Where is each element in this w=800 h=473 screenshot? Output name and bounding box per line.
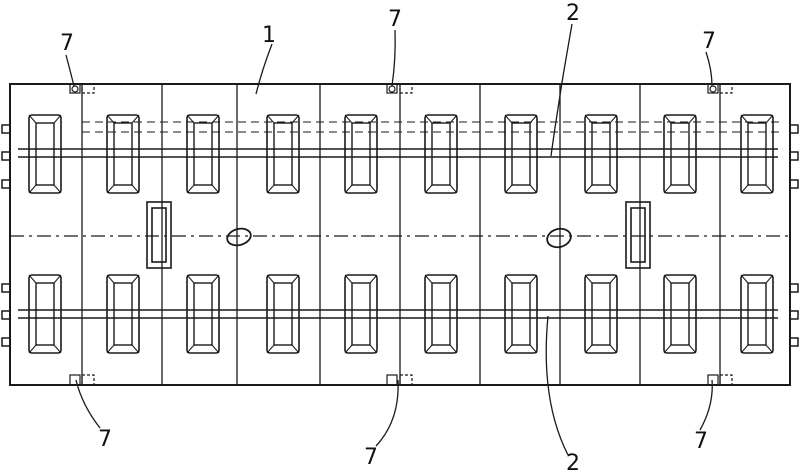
recess-block xyxy=(28,274,62,354)
label-7-top-left: 7 xyxy=(60,31,74,56)
recess-block xyxy=(424,114,458,194)
panel-dividers xyxy=(81,84,721,385)
upper-beam xyxy=(18,148,778,158)
recess-block xyxy=(740,114,774,194)
recess-block xyxy=(266,114,300,194)
center-slot-left xyxy=(146,201,172,269)
right-edge-notches xyxy=(789,124,799,347)
recess-block xyxy=(504,274,538,354)
label-7-bottom-left: 7 xyxy=(98,427,112,452)
recess-block xyxy=(106,274,140,354)
label-7-top-center: 7 xyxy=(388,7,402,32)
recess-block xyxy=(266,274,300,354)
lifting-hole-left xyxy=(226,227,252,247)
recess-block xyxy=(186,274,220,354)
recess-block xyxy=(28,114,62,194)
recess-block xyxy=(663,274,697,354)
recess-block xyxy=(584,114,618,194)
recess-block xyxy=(584,274,618,354)
leader-lines xyxy=(65,23,713,456)
recess-block xyxy=(740,274,774,354)
connector-markers xyxy=(69,83,733,386)
upper-recess-row xyxy=(28,114,774,194)
recess-block xyxy=(344,114,378,194)
lower-beam xyxy=(18,309,778,319)
label-1: 1 xyxy=(262,23,276,48)
recess-block xyxy=(344,274,378,354)
label-2-bottom: 2 xyxy=(566,451,580,473)
recess-block xyxy=(106,114,140,194)
center-slot-right xyxy=(625,201,651,269)
label-7-bottom-center: 7 xyxy=(364,445,378,470)
lower-recess-row xyxy=(28,274,774,354)
recess-block xyxy=(186,114,220,194)
label-7-bottom-right: 7 xyxy=(694,429,708,454)
recess-block xyxy=(504,114,538,194)
recess-block xyxy=(424,274,458,354)
recess-block xyxy=(663,114,697,194)
lifting-hole-right xyxy=(546,227,572,249)
label-7-top-right: 7 xyxy=(702,29,716,54)
left-edge-notches xyxy=(1,124,11,347)
label-2-top: 2 xyxy=(566,1,580,26)
